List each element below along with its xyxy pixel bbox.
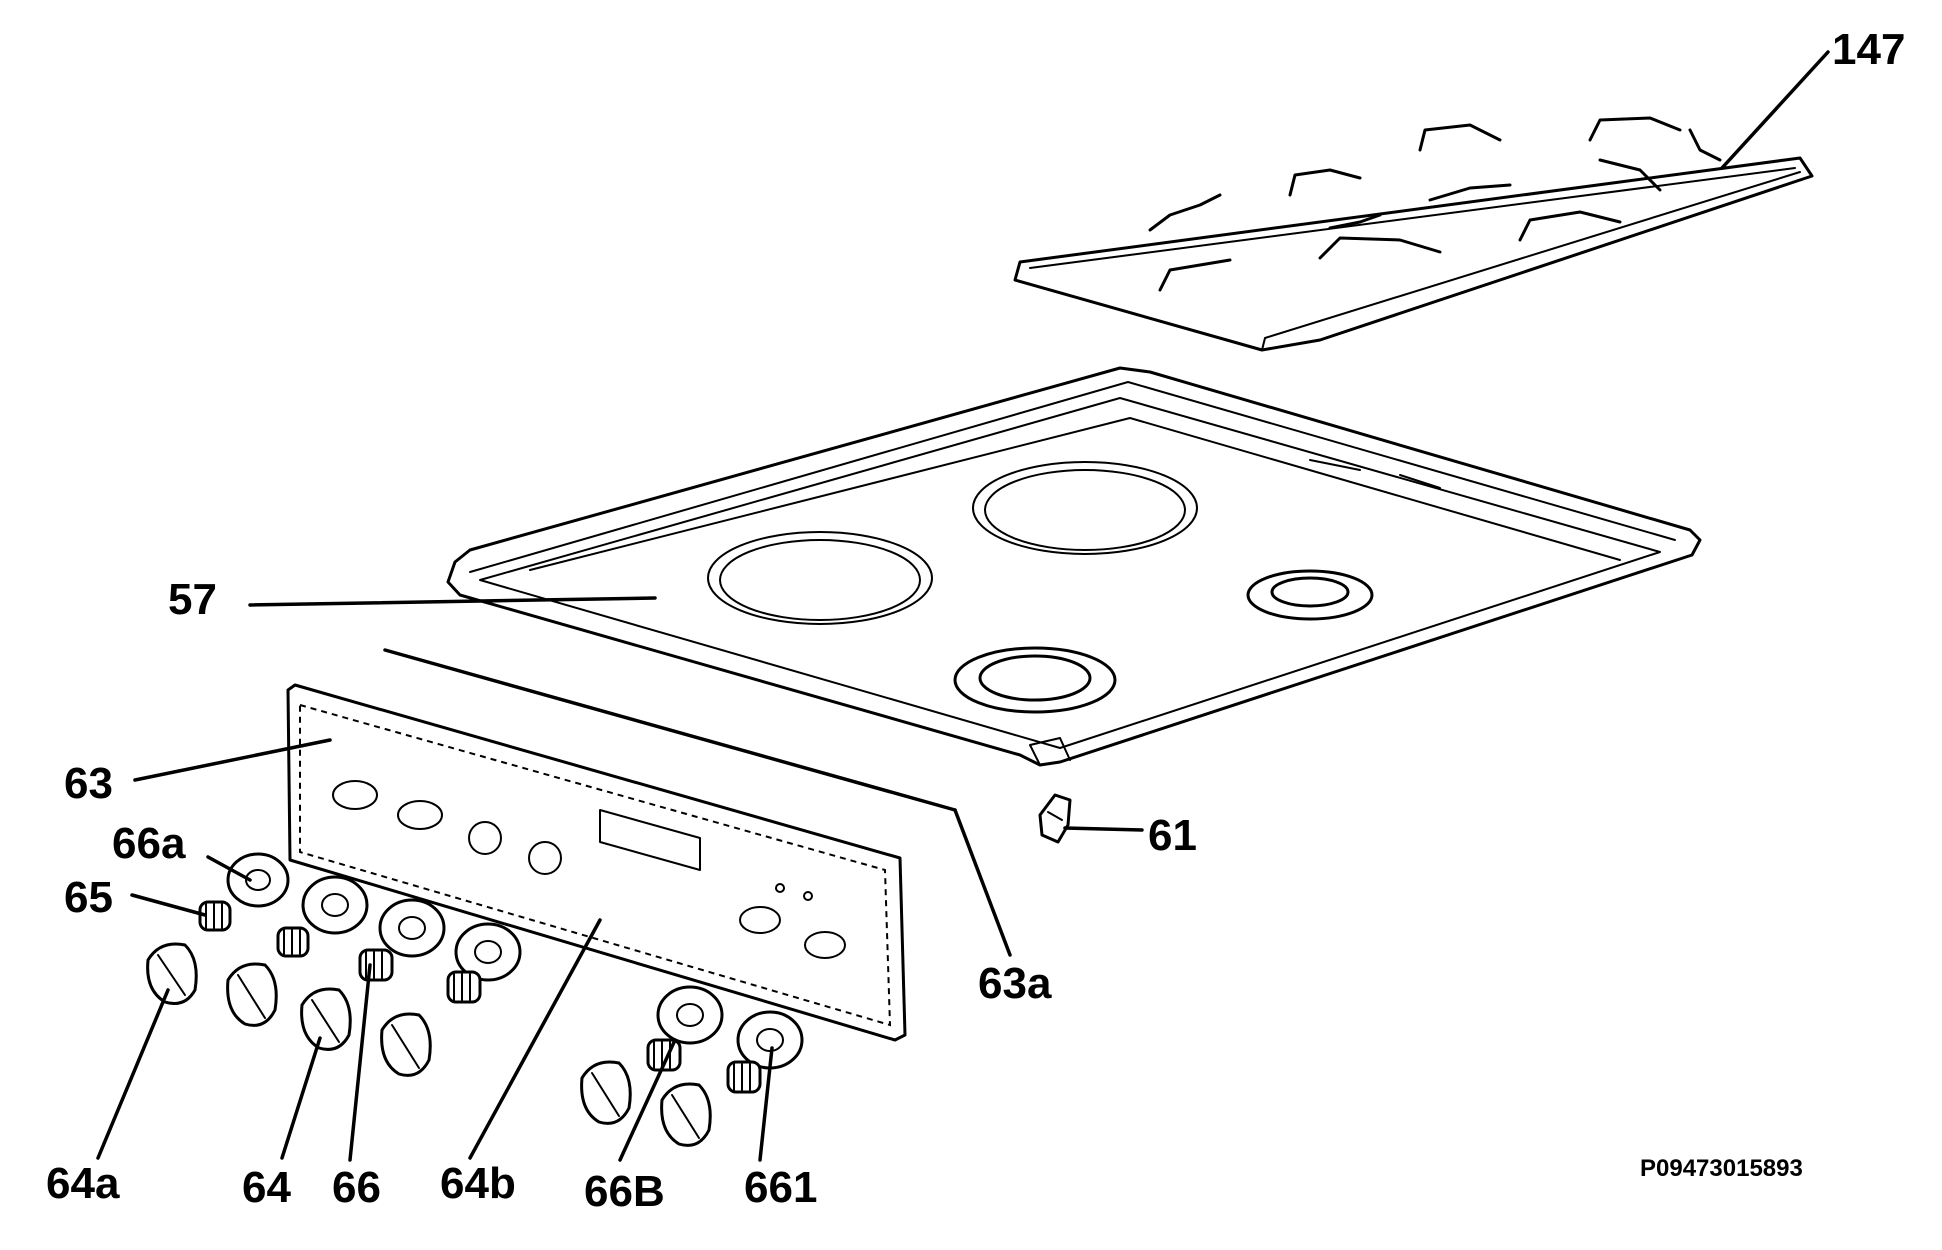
label-66: 66	[332, 1163, 381, 1212]
label-64a: 64a	[46, 1159, 120, 1208]
leader-65	[130, 893, 207, 917]
leader-661	[758, 1046, 774, 1162]
leader-64	[280, 1036, 322, 1160]
springs	[198, 900, 762, 1094]
leader-63a	[953, 808, 1012, 957]
hob-top	[446, 366, 1702, 767]
label-63: 63	[64, 759, 113, 808]
leader-61	[1063, 826, 1144, 832]
clip-part	[1038, 793, 1072, 844]
label-147: 147	[1832, 25, 1905, 74]
control-panel	[286, 683, 907, 1042]
label-66B: 66B	[584, 1167, 665, 1216]
leader-63	[133, 738, 332, 782]
label-66a: 66a	[112, 819, 186, 868]
knob-bezels	[226, 852, 804, 1070]
leader-147	[1720, 50, 1830, 170]
trim-strip	[383, 648, 957, 812]
leader-66B	[618, 1038, 677, 1162]
label-64b: 64b	[440, 1159, 516, 1208]
label-63a: 63a	[978, 959, 1052, 1008]
leader-66a	[206, 855, 252, 882]
label-57: 57	[168, 575, 217, 624]
leader-66	[348, 963, 372, 1162]
leader-57	[248, 596, 657, 607]
label-64: 64	[242, 1163, 291, 1212]
label-61: 61	[1148, 811, 1197, 860]
control-knobs	[146, 942, 712, 1147]
label-661: 661	[744, 1163, 817, 1212]
leader-64a	[96, 988, 170, 1160]
drawing-code: P09473015893	[1640, 1155, 1803, 1182]
label-65: 65	[64, 873, 113, 922]
leader-64b	[468, 918, 602, 1160]
pan-support-grid	[1013, 116, 1814, 352]
